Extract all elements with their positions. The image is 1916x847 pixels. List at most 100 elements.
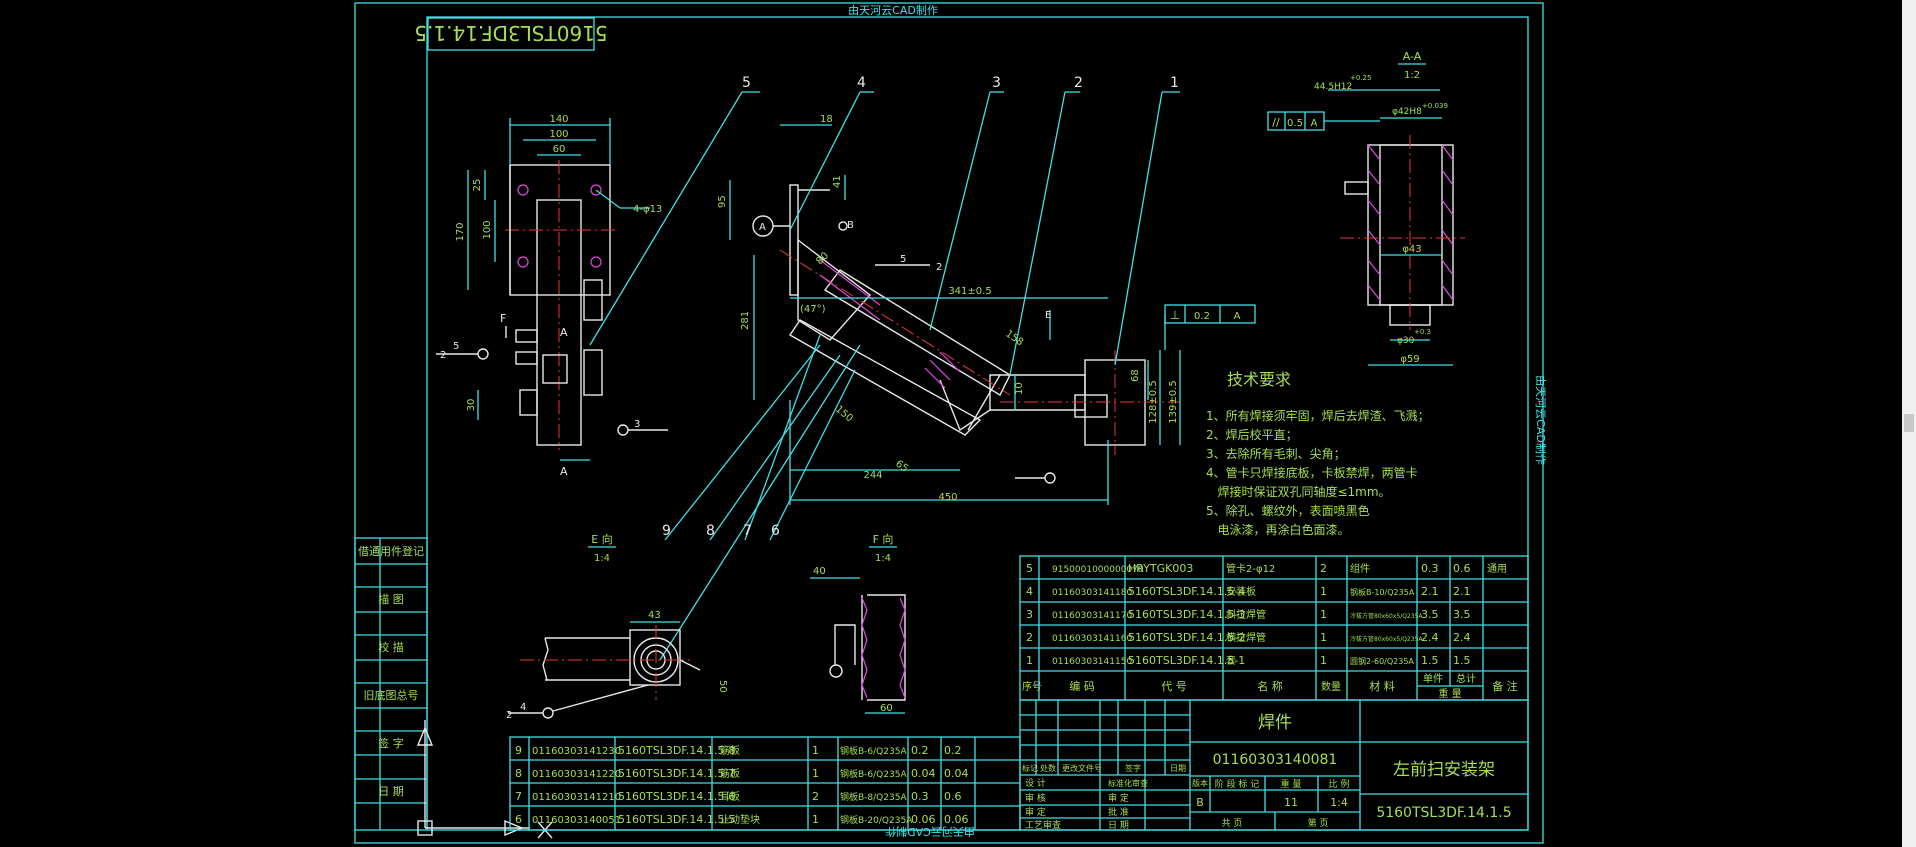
svg-text:1: 1: [812, 813, 819, 826]
weld-note-2: 2: [440, 350, 446, 361]
scrollbar-thumb[interactable]: [1904, 414, 1914, 432]
vertical-scrollbar[interactable]: [1902, 0, 1916, 847]
dim-341: 341±0.5: [948, 286, 991, 297]
svg-text:2: 2: [1026, 631, 1033, 644]
svg-text:9150001000000070: 9150001000000070: [1052, 565, 1144, 575]
svg-text:01160303140051: 01160303140051: [532, 815, 621, 826]
change-label-sign: 签字: [1125, 763, 1141, 773]
view-e-weld-2: 2: [506, 710, 512, 721]
balloon-4: 4: [857, 75, 866, 91]
view-f: F 向 1:4 40 60: [810, 532, 906, 714]
sign-ratify: 批 准: [1108, 806, 1129, 818]
dim-140: 140: [549, 114, 568, 125]
bom-left: 9 01160303141230 5160TSL3DF.14.1.5-8 筋板 …: [509, 736, 1021, 831]
sign-process: 工艺审查: [1025, 819, 1061, 831]
letter-A-bottom: A: [560, 465, 568, 478]
side-label-3: 旧底图总号: [364, 688, 419, 702]
dim-60: 60: [553, 144, 566, 155]
scale-label: 比 例: [1329, 778, 1350, 790]
svg-text:圆钢2-60/Q235A: 圆钢2-60/Q235A: [1350, 656, 1414, 666]
svg-text:筋板: 筋板: [720, 744, 740, 757]
stage-value: B: [1196, 796, 1204, 809]
section-aa-d445: 44.5H12: [1314, 82, 1352, 92]
svg-text:代 号: 代 号: [1161, 680, 1187, 693]
watermark-bottom: 由天河云CAD制作: [885, 825, 975, 839]
svg-text:钢板B-20/Q235A: 钢板B-20/Q235A: [840, 814, 913, 826]
tech-title: 技术要求: [1227, 370, 1291, 389]
view-f-dim-60: 60: [880, 703, 893, 714]
watermark-top: 由天河云CAD制作: [848, 3, 938, 17]
svg-text:2.4: 2.4: [1453, 631, 1471, 644]
sign-approve: 审 定: [1025, 806, 1046, 818]
svg-text:安装板: 安装板: [1226, 585, 1256, 598]
balloon-7: 7: [743, 523, 752, 539]
balloon-9: 9: [662, 523, 671, 539]
svg-text:01160303141220: 01160303141220: [532, 769, 621, 780]
svg-text:钢板B-8/Q235A: 钢板B-8/Q235A: [840, 791, 907, 803]
svg-text:编 码: 编 码: [1069, 679, 1095, 693]
balloon-2: 2: [1074, 75, 1083, 91]
svg-text:1: 1: [1026, 654, 1033, 667]
svg-text:数量: 数量: [1321, 680, 1341, 693]
svg-text:3.5: 3.5: [1453, 608, 1471, 621]
svg-text:1: 1: [1320, 585, 1327, 598]
view-e-title: E 向: [591, 532, 612, 546]
svg-text:0.04: 0.04: [944, 767, 969, 780]
tech-line-5: 焊接时保证双孔同轴度≤1mm。: [1206, 484, 1391, 499]
svg-text:5: 5: [1026, 562, 1033, 575]
view-e-dim-50: 50: [717, 680, 728, 693]
change-label-date: 日期: [1170, 764, 1186, 773]
tech-line-1: 1、所有焊接须牢固，焊后去焊渣、飞溅；: [1206, 408, 1430, 423]
svg-text:0.06: 0.06: [911, 813, 936, 826]
bom-header: 序号 编 码 代 号 名 称 数量 材 料 单件 总计 重 量 备 注: [1022, 672, 1518, 700]
part-type: 焊件: [1258, 713, 1292, 733]
svg-text:2: 2: [812, 790, 819, 803]
svg-text:1: 1: [812, 744, 819, 757]
svg-text:1: 1: [1320, 631, 1327, 644]
version-label: 版本: [1192, 778, 1208, 788]
bom-left-row-6: 6 01160303140051 5160TSL3DF.14.1.5-5 止动垫…: [515, 813, 969, 826]
section-a-a-view: A-A 1:2 φ42H8 +0.039 44.5H12 +0.25 φ43 φ…: [1267, 50, 1465, 366]
section-aa-tol42: +0.039: [1422, 102, 1448, 110]
tech-line-7: 电泳漆，再涂白色面漆。: [1206, 522, 1349, 537]
dim-139: 139±0.5: [1168, 380, 1179, 423]
svg-text:总计: 总计: [1456, 672, 1476, 685]
bom-right-row-5: 5 9150001000000070 HRYTGK003 管卡2-φ12 2 组…: [1026, 562, 1507, 575]
svg-text:斜拉焊管: 斜拉焊管: [1226, 608, 1266, 621]
svg-text:9: 9: [515, 744, 522, 757]
svg-text:组件: 组件: [1350, 562, 1370, 575]
svg-text:4: 4: [1026, 585, 1033, 598]
weight-label: 重 量: [1281, 778, 1302, 790]
svg-text:7: 7: [515, 790, 522, 803]
dim-80: 80: [814, 250, 831, 267]
svg-text:5160TSL3DF.14.1.5-7: 5160TSL3DF.14.1.5-7: [618, 767, 735, 780]
svg-text:材 料: 材 料: [1369, 679, 1395, 693]
svg-text:2: 2: [1320, 562, 1327, 575]
balloon-8: 8: [706, 523, 715, 539]
drawing-number: 5160TSL3DF.14.1.5: [1376, 805, 1511, 821]
svg-text:冷拔方管80x60x5/Q235A: 冷拔方管80x60x5/Q235A: [1350, 635, 1423, 643]
svg-text:0.2: 0.2: [911, 744, 929, 757]
tol-par-symbol: //: [1272, 116, 1280, 129]
svg-text:01160303141230: 01160303141230: [532, 746, 621, 757]
weld-main-2: 2: [936, 262, 942, 273]
letter-E: E: [1045, 310, 1051, 321]
svg-text:止动垫块: 止动垫块: [720, 813, 760, 826]
bom-right-row-2: 2 01160303141160 5160TSL3DF.14.1.5-2 横拉焊…: [1026, 631, 1471, 644]
svg-text:5160TSL3DF.14.1.5-8: 5160TSL3DF.14.1.5-8: [618, 744, 735, 757]
svg-text:1: 1: [1320, 654, 1327, 667]
section-aa-d43: φ43: [1402, 244, 1421, 255]
side-label-4: 签 字: [378, 736, 404, 750]
view-e-dim-43: 43: [648, 610, 661, 621]
dim-100-vertical: 100: [482, 220, 493, 239]
balloon-1: 1: [1170, 75, 1179, 91]
svg-text:钢板B-6/Q235A: 钢板B-6/Q235A: [840, 768, 907, 780]
tol-perp-symbol: ⊥: [1170, 308, 1180, 322]
bom-left-row-7: 7 01160303141210 5160TSL3DF.14.1.5-6 耳板 …: [515, 790, 962, 803]
svg-text:0.3: 0.3: [911, 790, 929, 803]
dim-244: 244: [863, 470, 882, 481]
tech-line-4: 4、管卡只焊接底板，卡板禁焊，两管卡: [1206, 465, 1418, 480]
tol-perp-datum: A: [1234, 311, 1241, 322]
sign-review: 审 核: [1025, 792, 1046, 804]
letter-B: B: [847, 220, 854, 231]
